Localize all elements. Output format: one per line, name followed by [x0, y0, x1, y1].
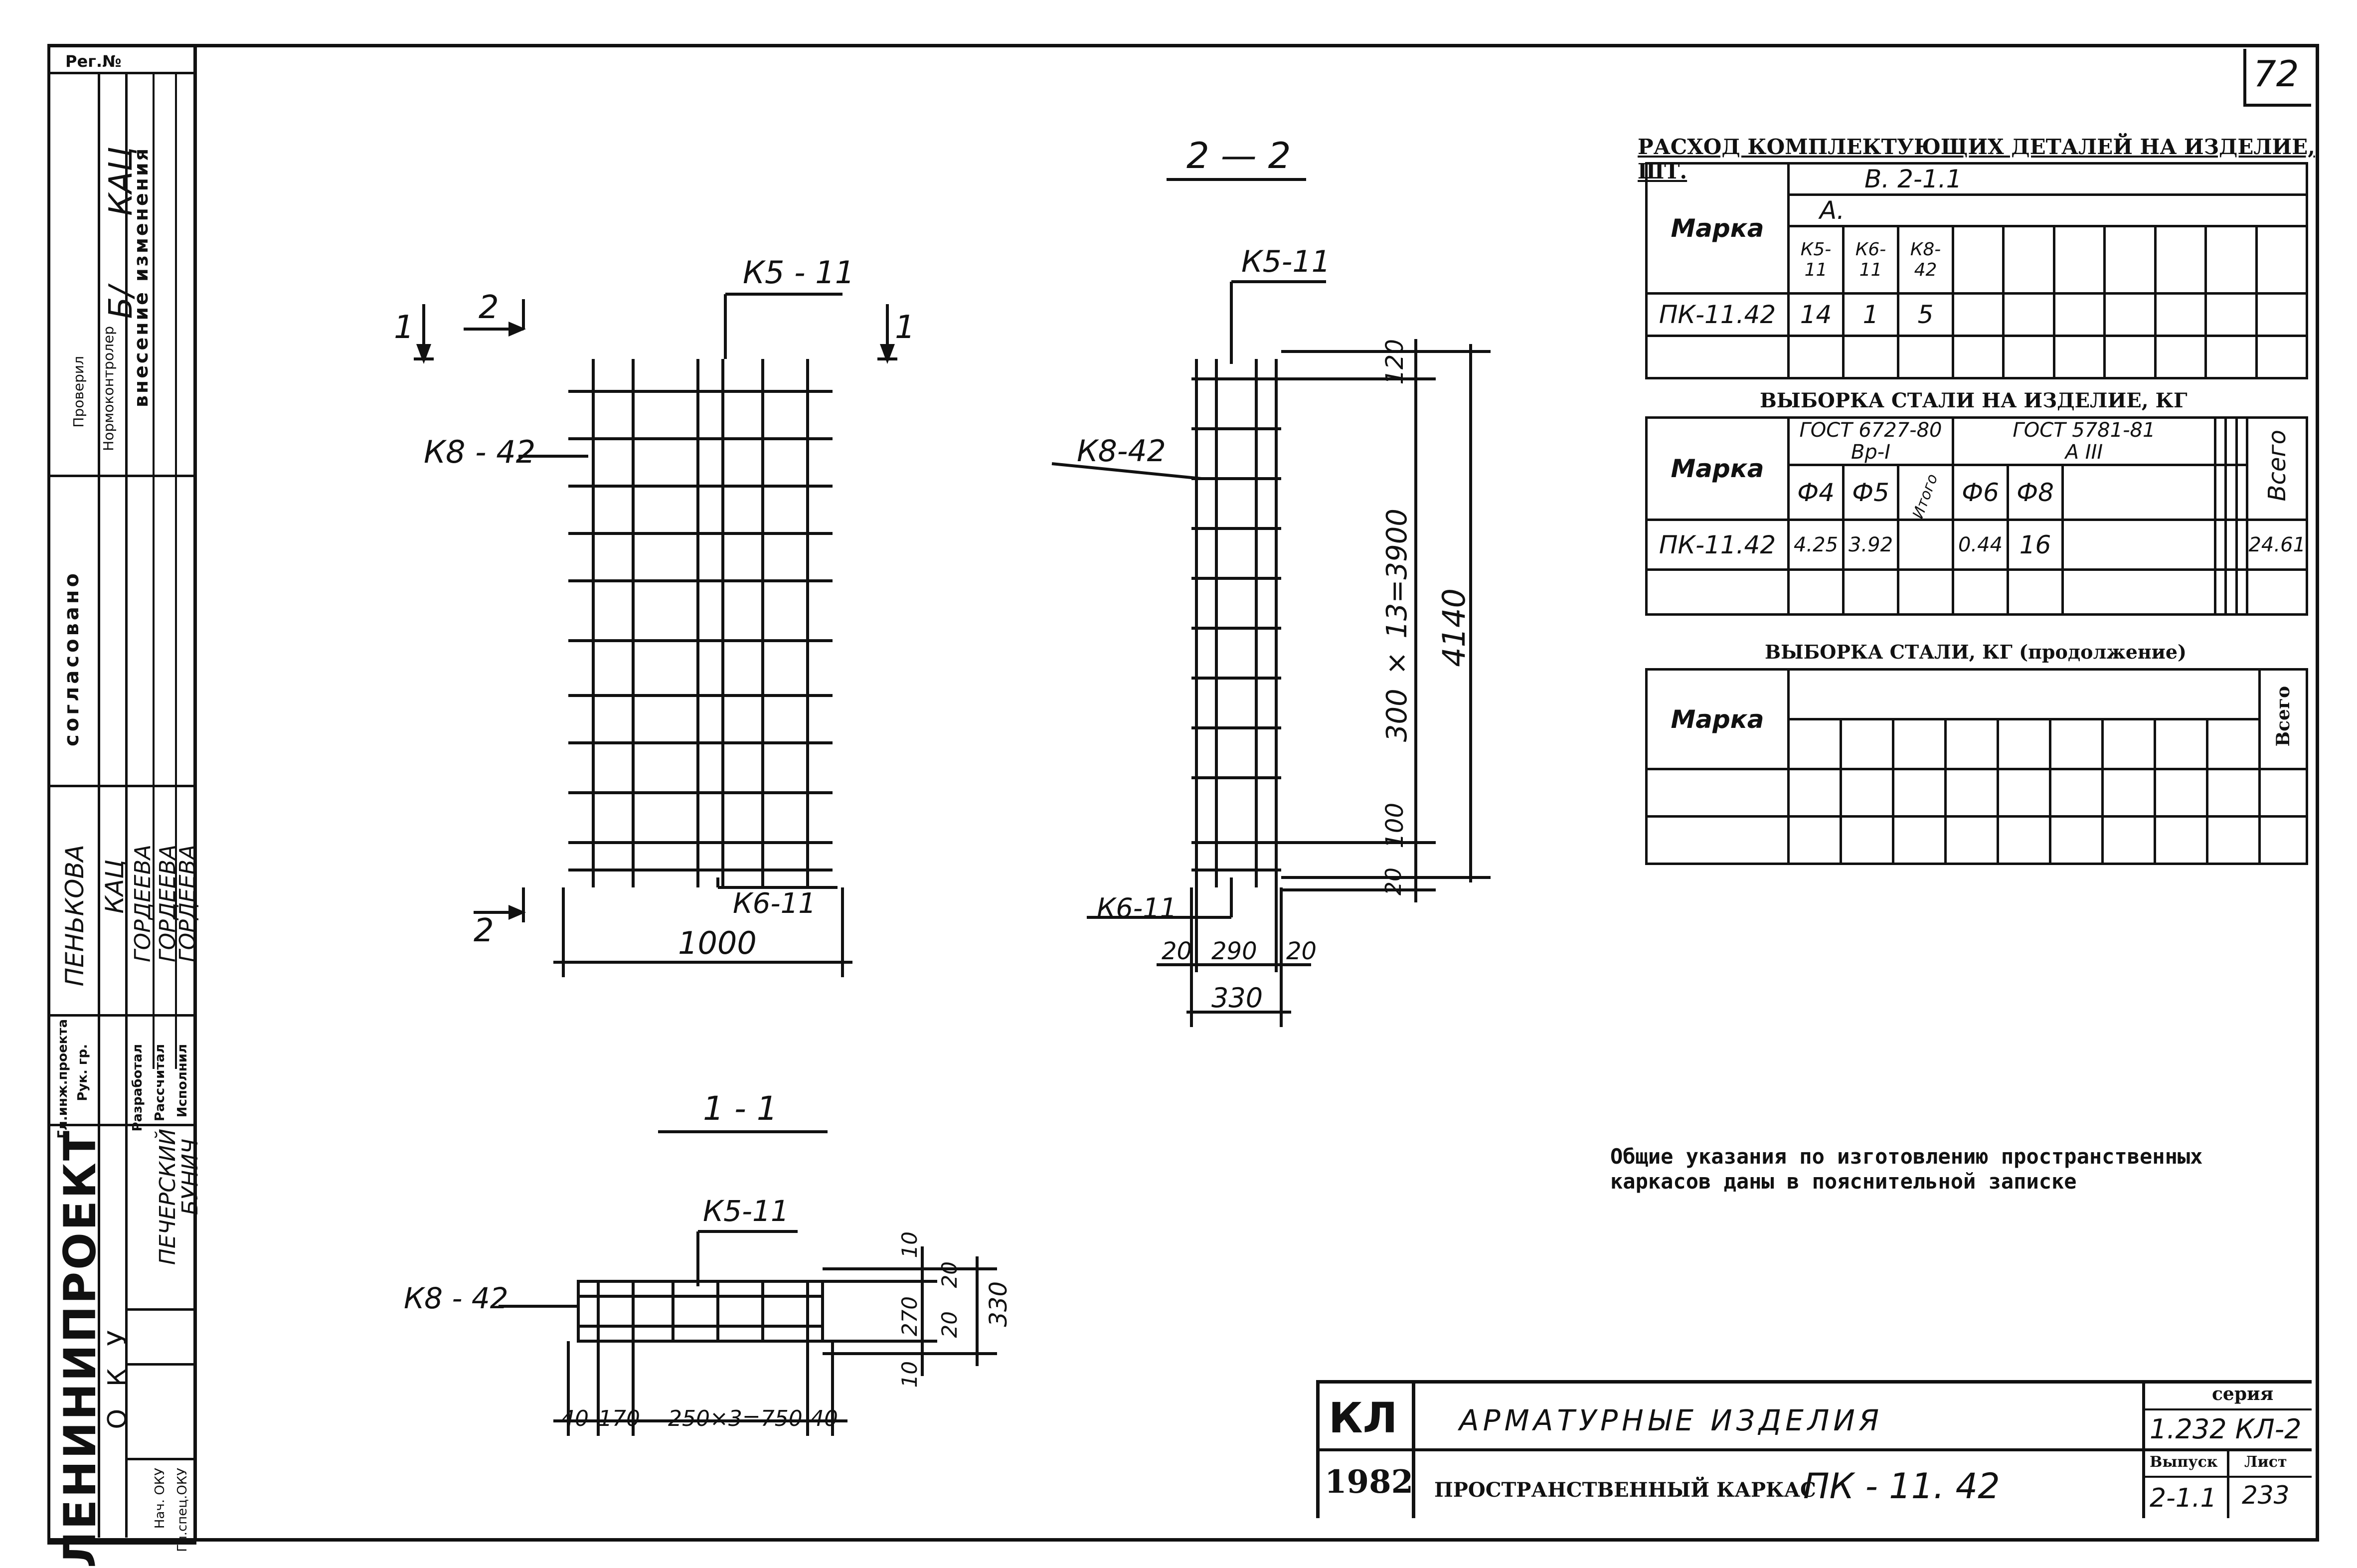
view-22-label-k6: К6-11	[1097, 892, 1177, 924]
view-11-dim-40-left: 40	[561, 1406, 589, 1431]
view-22-dim-left: 20	[1162, 937, 1192, 965]
issue-value: 2-1.1	[2150, 1483, 2217, 1513]
frame-left-line	[193, 44, 197, 1539]
front-label-k5: К5 - 11	[743, 254, 855, 291]
front-label-k6: К6-11	[733, 887, 816, 920]
title-year: 1982	[1325, 1463, 1414, 1501]
table1-val-k5: 14	[1787, 292, 1845, 337]
table1-sub: А.	[1787, 193, 2308, 227]
view-22-dim-right: 20	[1286, 937, 1317, 965]
view-11-dim-170: 170	[598, 1406, 640, 1431]
general-note-line2: каркасов даны в пояснительной записке	[1610, 1169, 2077, 1194]
front-label-k8: К8 - 42	[424, 434, 536, 470]
view-22-dim-20: 20	[1381, 868, 1406, 895]
table2-gost1: ГОСТ 6727-80	[1799, 419, 1942, 442]
sheet-number: 72	[2253, 53, 2299, 95]
reg-no-label: Рег.№	[65, 52, 122, 71]
view-11-dim-20a: 20	[937, 1261, 962, 1288]
sheet-number-box: 72	[2243, 49, 2311, 107]
table2-val-d8: 16	[2007, 519, 2064, 571]
view-22-dim-mid: 290	[1211, 937, 1257, 965]
title-name2-mark: ПК - 11. 42	[1803, 1466, 2000, 1507]
view-22-label-k8: К8-42	[1077, 434, 1166, 469]
table2-gost2: ГОСТ 5781-81	[2013, 419, 2156, 442]
sheet-label: Лист	[2244, 1453, 2287, 1471]
view-22-dim-total: 4140	[1436, 588, 1472, 667]
table2-d4: Ф4	[1787, 464, 1845, 521]
section-1-left-label: 1	[394, 309, 414, 346]
table2-val-total: 24.61	[2246, 519, 2308, 571]
view-11-dim-10-bottom: 10	[897, 1361, 922, 1388]
table2-gost1-class: Вр-I	[1851, 441, 1891, 464]
left-strip: Рег.№ внесение изменения КАЦ Б/ Проверил…	[47, 44, 203, 1568]
general-note-line1: Общие указания по изготовлению пространс…	[1610, 1144, 2203, 1169]
table2-row-name: ПК-11.42	[1645, 519, 1790, 571]
view-11-dim-270: 270	[897, 1296, 922, 1337]
table1-col-k6: К6-11	[1842, 225, 1899, 295]
table1: Марка В. 2-1.1 А. К5-11 К6-11 К8-42 ПК-1…	[1645, 162, 2309, 379]
view-11-dim-40-right: 40	[810, 1406, 838, 1431]
table1-col-k5: К5-11	[1787, 225, 1845, 295]
table2-d6: Ф6	[1952, 464, 2009, 521]
title-name1: АРМАТУРНЫЕ ИЗДЕЛИЯ	[1459, 1403, 1883, 1437]
issue-label: Выпуск	[2150, 1453, 2218, 1471]
table2-vsego: Всего	[2263, 430, 2291, 502]
section-1-right-label: 1	[895, 309, 915, 346]
table2-vsego-header: Всего	[2246, 416, 2308, 521]
view-11-label-k8: К8 - 42	[404, 1281, 508, 1315]
table2-val-d5: 3.92	[1842, 519, 1899, 571]
table3-marka-header: Марка	[1645, 668, 1790, 770]
table1-val-k6: 1	[1842, 292, 1899, 337]
view-11-label-k5: К5-11	[703, 1194, 789, 1228]
view-22-dim-total-width: 330	[1211, 982, 1263, 1014]
table2-gost2-class: А III	[2065, 441, 2103, 464]
table2-marka-header: Марка	[1645, 416, 1790, 521]
view-22-dim-pitch: 300 × 13=3900	[1381, 509, 1413, 742]
table1-marka-header: Марка	[1645, 162, 1790, 295]
table1-val-k8: 5	[1897, 292, 1954, 337]
view-22-dim-100: 100	[1381, 803, 1409, 849]
table1-issue: В. 2-1.1	[1787, 162, 2308, 196]
table2-val-d6: 0.44	[1952, 519, 2009, 571]
series-value: 1.232 КЛ-2	[2150, 1413, 2302, 1445]
title-kl: КЛ	[1329, 1394, 1398, 1442]
table3-vsego-header: Всего	[2258, 668, 2308, 770]
view-22-title: 2 — 2	[1186, 135, 1291, 176]
view-22-label-k5: К5-11	[1241, 244, 1331, 279]
table2-title: ВЫБОРКА СТАЛИ НА ИЗДЕЛИЕ, КГ	[1760, 389, 2188, 412]
view-11-dim-330: 330	[985, 1281, 1012, 1327]
view-22-dim-top: 120	[1381, 339, 1409, 385]
view-11-dim-10-top: 10	[897, 1231, 922, 1258]
table3-vsego: Всего	[2273, 686, 2294, 747]
table1-col-k8: К8-42	[1897, 225, 1954, 295]
table2-val-d4: 4.25	[1787, 519, 1845, 571]
table2: Марка ГОСТ 6727-80 Вр-I ГОСТ 5781-81 А I…	[1645, 416, 2308, 616]
section-2-bottom-label: 2	[474, 912, 494, 949]
front-dim-width: 1000	[678, 925, 757, 961]
table2-itogo-header: Итого	[1897, 464, 1954, 521]
table2-d5: Ф5	[1842, 464, 1899, 521]
view-11-title: 1 - 1	[703, 1089, 778, 1128]
title-name2-prefix: ПРОСТРАНСТВЕННЫЙ КАРКАС	[1434, 1478, 1816, 1502]
table2-val-itogo	[1897, 519, 1954, 571]
view-11-dim-750: 250×3=750	[668, 1406, 803, 1431]
view-11-dim-20b: 20	[937, 1311, 962, 1338]
section-2-top-label: 2	[479, 289, 499, 326]
sheet-value: 233	[2242, 1481, 2290, 1510]
title-block: КЛ 1982 АРМАТУРНЫЕ ИЗДЕЛИЯ ПРОСТРАНСТВЕН…	[1316, 1380, 2312, 1518]
table2-itogo: Итого	[1909, 471, 1942, 521]
table3-title: ВЫБОРКА СТАЛИ, КГ (продолжение)	[1765, 641, 2187, 663]
drawing-frame	[47, 44, 2319, 1542]
table3: Марка Всего	[1645, 668, 2308, 865]
table1-row-name: ПК-11.42	[1645, 292, 1790, 337]
table2-d8: Ф8	[2007, 464, 2064, 521]
series-label: серия	[2212, 1384, 2274, 1404]
